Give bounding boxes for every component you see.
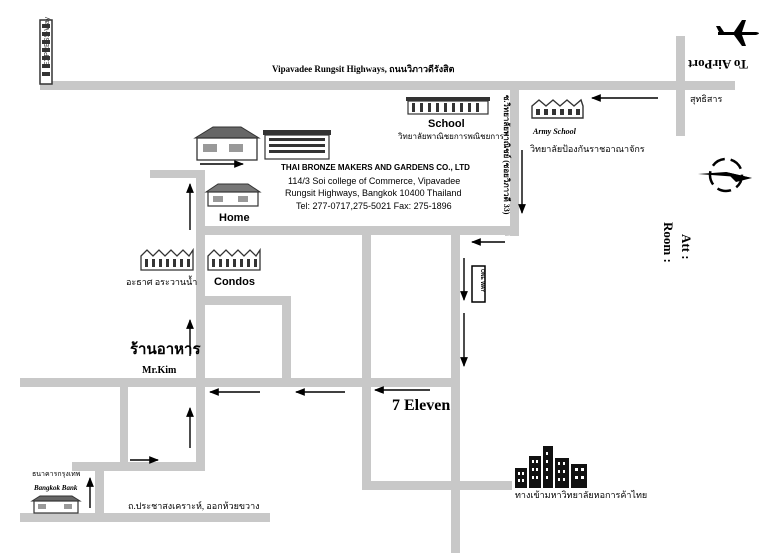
restaurant-label: ร้านอาหาร	[130, 342, 201, 358]
school-label: School	[428, 118, 465, 130]
compass-icon	[698, 157, 752, 193]
company-building-icon	[193, 126, 331, 161]
room-label: Room :	[661, 222, 676, 263]
company-name: THAI BRONZE MAKERS AND GARDENS CO., LTD	[281, 163, 470, 172]
soi-label: ซ.วิทยาลัยพาณิชย์ (ซอยวิภาวดี 33)	[502, 95, 511, 215]
left-vertical-road	[196, 170, 205, 470]
express-way-label: EXPRESS-Way	[44, 16, 51, 66]
house-icon	[204, 183, 262, 207]
company-address-line2: Rungsit Highways, Bangkok 10400 Thailand	[285, 188, 462, 198]
company-phone: Tel: 277-0717,275-5021 Fax: 275-1896	[296, 201, 452, 211]
army-school-thai-label: วิทยาลัยป้องกันราชอาณาจักร	[530, 144, 645, 154]
bottom-road-label: ถ.ประชาสงเคราะห์, ออกห้วยขวาง	[128, 501, 260, 511]
home-label: Home	[219, 212, 250, 224]
condos-label: Condos	[214, 276, 255, 288]
condos-icon	[207, 248, 261, 271]
army-school-label: Army School	[533, 127, 576, 136]
condo-loop-road	[282, 296, 291, 386]
mr-kim-label: Mr.Kim	[142, 365, 177, 376]
direction-arrows	[86, 94, 658, 508]
seven-eleven-label: 7 Eleven	[392, 397, 451, 414]
highway-road	[40, 81, 735, 90]
bangkok-bank-label: Bangkok Bank	[34, 484, 78, 492]
right-vertical-road	[451, 230, 460, 553]
condo-street	[200, 296, 290, 305]
lower-cross-road	[72, 462, 205, 471]
airplane-icon	[716, 20, 759, 46]
sutthisan-label: สุทธิสาร	[690, 94, 723, 104]
roads	[20, 36, 735, 553]
university-road	[362, 481, 512, 490]
soi-road	[510, 86, 519, 236]
company-street	[196, 226, 519, 235]
to-airport-label: To AirPort	[688, 57, 748, 72]
school-icon	[406, 97, 490, 115]
company-address-line1: 114/3 Soi college of Commerce, Vipavadee	[288, 176, 461, 186]
school-thai-label: วิทยาลัยพาณิชยการพณิชยการ	[398, 132, 504, 141]
main-cross-road	[20, 378, 460, 387]
city-skyline-icon	[515, 446, 587, 488]
highway-label: Vipavadee Rungsit Highways, ถนนวิภาวดีรั…	[272, 64, 455, 74]
army-school-icon	[531, 98, 584, 119]
soi-corner	[505, 226, 512, 236]
airport-road	[676, 36, 685, 136]
one-way-sign	[471, 265, 486, 303]
lower-left-road	[120, 382, 128, 468]
bank-icon	[30, 495, 82, 514]
home-street	[150, 170, 200, 178]
bank-thai-label: ธนาคารกรุงเทพ	[32, 470, 81, 478]
middle-vertical-road	[362, 230, 371, 490]
att-label: Att :	[679, 234, 694, 260]
bottom-road	[20, 513, 270, 522]
university-label: ทางเข้ามหาวิทยาลัยหอการค้าไทย	[515, 490, 648, 500]
building-icon	[39, 19, 53, 85]
one-way-label: ONE WAY	[479, 269, 485, 293]
condos-thai-label: อะธาศ อระวานน้ำ	[126, 277, 198, 287]
bank-road	[95, 462, 104, 518]
condos-thai-icon	[140, 248, 194, 271]
